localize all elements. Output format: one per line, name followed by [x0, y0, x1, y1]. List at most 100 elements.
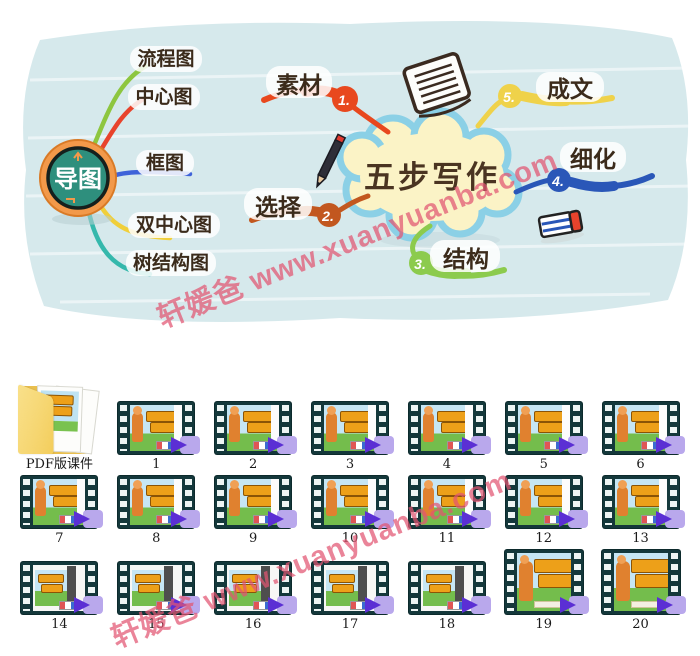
play-icon: [268, 510, 298, 528]
play-icon: [558, 436, 588, 454]
white-side-bar: [174, 479, 183, 518]
video-item[interactable]: 7: [21, 476, 104, 546]
video-item[interactable]: 6: [602, 402, 685, 472]
video-thumbnail[interactable]: [118, 402, 201, 454]
video-thumbnail[interactable]: [311, 562, 394, 614]
video-thumbnail[interactable]: [215, 476, 298, 528]
video-thumbnail[interactable]: [601, 550, 686, 614]
video-item[interactable]: 20: [601, 550, 686, 632]
video-item[interactable]: 3: [311, 402, 394, 472]
filmstrip-holes-right: [669, 479, 677, 525]
play-icon: [74, 596, 104, 614]
video-thumbnail[interactable]: [602, 476, 685, 528]
eraser-icon: [537, 209, 585, 244]
branch-label-centermap: 中心图: [135, 85, 192, 108]
filmstrip-holes-left: [603, 553, 611, 611]
play-icon: [268, 596, 298, 614]
video-thumbnail[interactable]: [602, 402, 685, 454]
video-item[interactable]: 19: [504, 550, 589, 632]
video-item[interactable]: 15: [118, 562, 201, 632]
filmstrip-holes-right: [185, 405, 193, 451]
play-icon: [655, 436, 685, 454]
mini-slide-art: [422, 570, 456, 606]
video-item[interactable]: 4: [408, 402, 491, 472]
video-thumbnail[interactable]: [408, 476, 491, 528]
folder-item[interactable]: PDF版课件: [16, 380, 102, 472]
branch-label-framemap: 框图: [146, 151, 184, 174]
step-5-number: 5.: [503, 89, 515, 105]
video-item[interactable]: 17: [311, 562, 394, 632]
video-item[interactable]: 1: [118, 402, 201, 472]
branch-label-treemap: 树结构图: [133, 251, 209, 274]
cartoon-character: [132, 480, 144, 516]
cartoon-character: [229, 480, 241, 516]
video-frame: [420, 405, 473, 451]
mini-slide-art: [325, 570, 359, 606]
video-item[interactable]: 18: [408, 562, 491, 632]
step-1-label: 素材: [276, 72, 322, 98]
play-icon: [74, 510, 104, 528]
filmstrip-holes-right: [378, 565, 386, 611]
title-art-line1: [630, 559, 668, 573]
step-4-label: 细化: [570, 146, 616, 172]
step-4-number: 4.: [551, 173, 564, 189]
cartoon-character: [616, 480, 628, 516]
video-label: 17: [341, 617, 359, 632]
video-item[interactable]: 16: [215, 562, 298, 632]
video-thumbnail[interactable]: [505, 402, 588, 454]
video-thumbnail[interactable]: [311, 402, 394, 454]
play-icon: [171, 436, 201, 454]
video-item[interactable]: 5: [505, 402, 588, 472]
video-item[interactable]: 2: [215, 402, 298, 472]
video-label: 12: [535, 531, 552, 546]
filmstrip-holes-right: [378, 405, 386, 451]
video-label: 3: [345, 457, 355, 472]
video-thumbnail[interactable]: [21, 562, 104, 614]
filmstrip-holes-right: [475, 565, 483, 611]
video-item[interactable]: 10: [311, 476, 394, 546]
video-thumbnail[interactable]: [21, 476, 104, 528]
branch-line-flowchart: [89, 63, 149, 153]
filmstrip-holes-left: [120, 405, 128, 451]
video-item[interactable]: 8: [118, 476, 201, 546]
video-frame: [130, 405, 183, 451]
video-thumbnail[interactable]: [408, 402, 491, 454]
video-thumbnail[interactable]: [118, 562, 201, 614]
gray-side-bar: [261, 566, 271, 610]
video-thumbnail[interactable]: [505, 476, 588, 528]
video-label: 13: [632, 531, 649, 546]
video-item[interactable]: 11: [408, 476, 491, 546]
white-side-bar: [658, 479, 667, 518]
step-2-number: 2.: [321, 208, 334, 224]
video-thumbnail[interactable]: [311, 476, 394, 528]
video-frame: [613, 553, 668, 611]
video-thumbnail[interactable]: [408, 562, 491, 614]
white-side-bar: [271, 405, 280, 444]
step-5-label: 成文: [547, 76, 594, 102]
play-icon: [364, 596, 394, 614]
cloud-label: 五步写作: [364, 160, 500, 195]
video-item[interactable]: 12: [505, 476, 588, 546]
video-label: 5: [539, 457, 548, 472]
cartoon-character: [229, 406, 241, 442]
play-icon: [171, 596, 201, 614]
cartoon-character: [518, 555, 533, 601]
video-thumbnail[interactable]: [118, 476, 201, 528]
mini-slide-art: [132, 570, 166, 606]
video-item[interactable]: 13: [602, 476, 685, 546]
folder-icon[interactable]: [16, 380, 102, 455]
video-thumbnail[interactable]: [215, 562, 298, 614]
video-thumbnail[interactable]: [504, 550, 589, 614]
white-side-bar: [464, 479, 473, 518]
video-thumbnail[interactable]: [215, 402, 298, 454]
video-label: 2: [248, 457, 258, 472]
video-item[interactable]: 14: [21, 562, 104, 632]
filmstrip-holes-left: [120, 479, 128, 525]
video-label: 14: [51, 617, 68, 632]
filmstrip-holes-right: [475, 479, 483, 525]
video-frame: [614, 479, 667, 525]
white-side-bar: [271, 479, 280, 518]
cartoon-character: [615, 555, 630, 601]
filmstrip-holes-left: [507, 479, 515, 525]
video-item[interactable]: 9: [215, 476, 298, 546]
